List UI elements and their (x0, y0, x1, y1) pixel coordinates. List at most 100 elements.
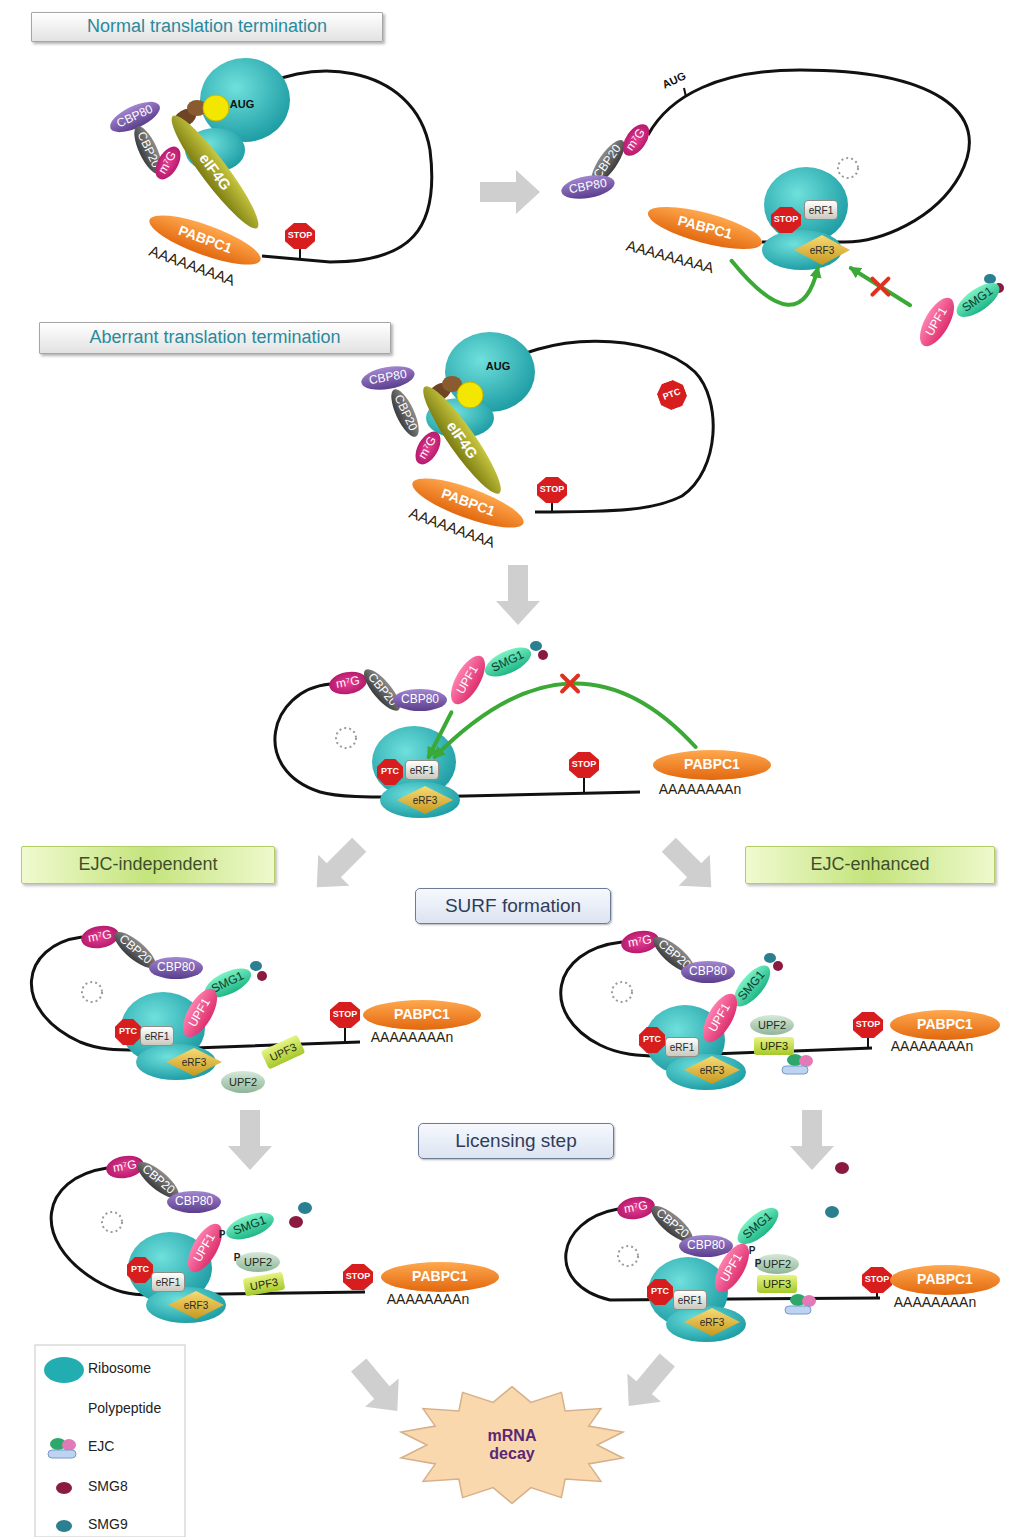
erf3-factor-text: eRF3 (182, 1057, 206, 1068)
legend-swatch-shape (56, 1520, 72, 1532)
erf1-factor-text: eRF1 (678, 1295, 702, 1306)
stop-codon: STOP (285, 223, 315, 249)
cap-structure: m⁷G (617, 120, 654, 161)
cbp20-protein-text: CBP20 (653, 1207, 691, 1242)
cbp80-protein-text: CBP80 (175, 1195, 213, 1208)
upf2-protein-text: UPF2 (244, 1256, 272, 1268)
smg8-smg9 (250, 274, 1004, 1228)
poly-a-tail: AAAAAAAAA (624, 237, 715, 276)
stop-codon-text: STOP (333, 1010, 357, 1020)
stop-codon-text: PTC (643, 1035, 661, 1045)
erf3-factor-text: eRF3 (700, 1065, 724, 1076)
start-codon: AUG (486, 360, 510, 372)
pabpc1-protein-text: PABPC1 (176, 223, 234, 257)
erf1-factor: eRF1 (140, 1026, 174, 1046)
erf3-factor-text: eRF3 (810, 245, 834, 256)
upf2-protein: UPF2 (221, 1071, 265, 1093)
upf3-protein: UPF3 (261, 1034, 306, 1069)
smg1-protein-text: SMG1 (960, 285, 995, 315)
legend-text: SMG9 (88, 1517, 128, 1532)
upf1-protein: UPF1 (444, 651, 492, 710)
cbp80-protein: CBP80 (679, 1235, 733, 1257)
upf2-protein-text: UPF2 (229, 1076, 257, 1088)
stop-codon-text: STOP (774, 215, 798, 225)
legend-text: SMG8 (88, 1479, 128, 1494)
stop-codon-text: STOP (572, 760, 596, 770)
legend-text: Polypeptide (88, 1401, 161, 1416)
step-box: Licensing step (418, 1123, 614, 1159)
erf3-factor-text: eRF3 (700, 1317, 724, 1328)
stop-codon: PTC (377, 759, 403, 785)
pabpc1-protein-text: PABPC1 (917, 1017, 973, 1032)
interaction-arrow (732, 261, 818, 305)
erf1-factor: eRF1 (673, 1290, 707, 1310)
interaction-arrow (435, 683, 696, 757)
erf3-factor: eRF3 (397, 786, 453, 814)
ribosomes (121, 58, 848, 1342)
poly-a-tail: AAAAAAAAn (387, 1292, 470, 1307)
interaction-arrow (851, 268, 910, 305)
smg1-protein: SMG1 (223, 1207, 278, 1245)
pabpc1-protein-text: PABPC1 (676, 213, 734, 242)
codon-ticks (300, 88, 877, 1298)
smg1-protein-text: SMG1 (741, 1210, 776, 1242)
cbp80-protein: CBP80 (167, 1191, 221, 1213)
stop-codon-text: PTC (119, 1027, 137, 1037)
block-cross (872, 279, 888, 295)
legend-swatch-shape (44, 1357, 84, 1383)
pathway-band-text: EJC-enhanced (810, 855, 929, 875)
cbp80-protein-text: CBP80 (568, 177, 608, 197)
cap-structure-text: m⁷G (623, 1199, 649, 1216)
decay-burst-text: mRNA decay (480, 1427, 544, 1462)
erf3-factor: eRF3 (794, 235, 850, 265)
legend-swatch (55, 1481, 73, 1495)
cbp80-protein-text: CBP80 (687, 1239, 725, 1252)
stop-codon: STOP (537, 477, 567, 503)
stop-codon-text: STOP (540, 485, 564, 495)
stop-codon-text: PTC (662, 387, 682, 402)
polypeptides (53, 158, 858, 1417)
step-box-text: Licensing step (455, 1131, 576, 1152)
stop-codon-text: PTC (651, 1287, 669, 1297)
erf3-factor-text: eRF3 (413, 795, 437, 806)
stop-codon-text: PTC (131, 1265, 149, 1275)
burst-shape (401, 1387, 623, 1504)
upf2-protein: UPF2 (236, 1252, 280, 1272)
initiation-factors (171, 95, 483, 408)
legend-swatch-shape (56, 1482, 72, 1494)
upf3-protein: UPF3 (754, 1037, 794, 1055)
poly-a-tail: AAAAAAAAn (659, 782, 742, 797)
upf1-protein-text: UPF1 (924, 305, 951, 338)
pabpc1-protein: PABPC1 (890, 1265, 1000, 1295)
upf2-protein: UPF2 (750, 1015, 794, 1035)
stop-codon-text: STOP (856, 1020, 880, 1030)
legend-box (35, 1345, 185, 1537)
cbp20-protein-text: CBP20 (391, 393, 419, 433)
cbp20-protein-text: CBP20 (139, 1163, 177, 1198)
erf3-factor: eRF3 (684, 1056, 740, 1084)
upf1-protein-text: UPF1 (719, 1251, 746, 1284)
erf1-factor-text: eRF1 (809, 205, 833, 216)
upf3-protein-text: UPF3 (249, 1276, 279, 1293)
stop-codon: PTC (127, 1257, 153, 1283)
upf1-protein-text: UPF1 (707, 1001, 734, 1034)
upf1-protein: UPF1 (181, 1219, 229, 1278)
upf2-protein-text: UPF2 (758, 1019, 786, 1031)
cap-structure-text: m⁷G (335, 674, 361, 691)
erf1-factor: eRF1 (151, 1272, 185, 1292)
cbp20-protein: CBP20 (386, 386, 424, 441)
pabpc1-protein-text: PABPC1 (917, 1272, 973, 1287)
smg1-protein-text: SMG1 (490, 649, 526, 675)
cbp80-protein-text: CBP80 (401, 693, 439, 706)
upf1-protein-text: UPF1 (192, 1231, 219, 1264)
stop-codon: STOP (569, 752, 599, 778)
stop-codon: PTC (647, 1279, 673, 1305)
stop-codon-text: STOP (865, 1275, 889, 1285)
smg1-protein-text: SMG1 (232, 1214, 268, 1238)
stop-codon: STOP (330, 1002, 360, 1028)
erf3-factor-text: eRF3 (184, 1300, 208, 1311)
pabpc1-protein: PABPC1 (653, 750, 771, 780)
erf1-factor-text: eRF1 (670, 1042, 694, 1053)
poly-a-tail: AAAAAAAAn (891, 1039, 974, 1054)
